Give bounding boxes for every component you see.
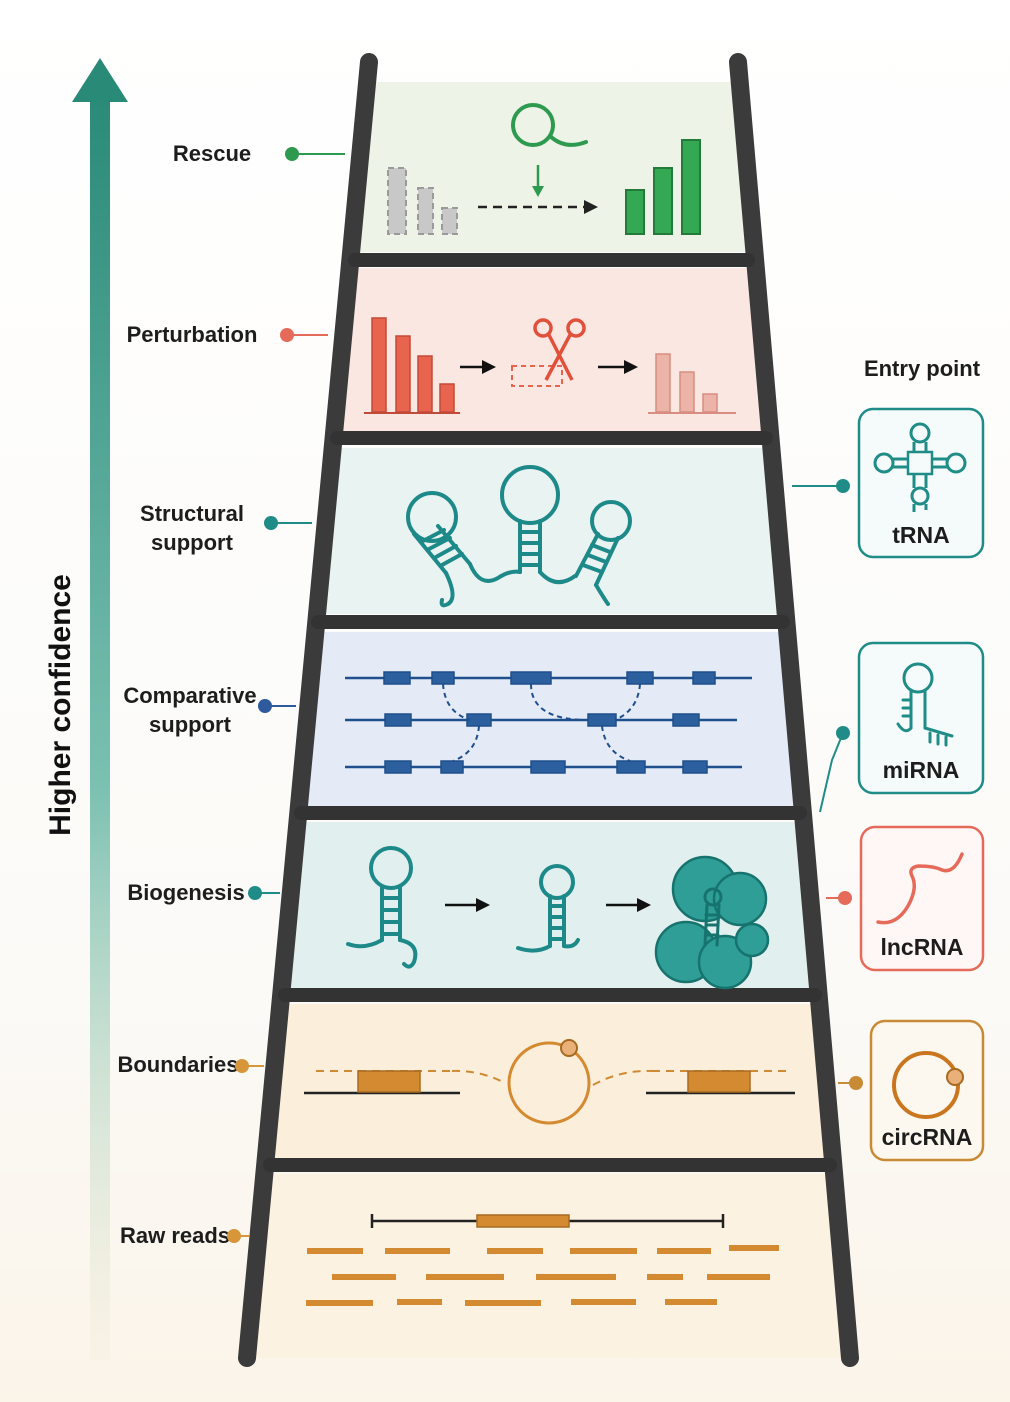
svg-text:circRNA: circRNA <box>882 1124 973 1150</box>
rung-label-perturbation: Perturbation <box>127 322 328 347</box>
axis-label: Higher confidence <box>44 574 77 836</box>
rung-label-boundaries: Boundaries <box>117 1052 264 1077</box>
confidence-arrow <box>72 58 128 1360</box>
protein-complex-icon <box>654 855 770 990</box>
rung-label-raw-reads: Raw reads <box>120 1223 249 1248</box>
rung-label-rescue: Rescue <box>173 141 345 166</box>
mirna-hairpin-icon <box>896 662 954 747</box>
connector-dot <box>264 516 278 530</box>
rung-label-comparative: Comparative support <box>123 683 296 737</box>
rescued-bar-chart <box>625 139 701 235</box>
connector-dot <box>285 147 299 161</box>
faded-bar-chart <box>387 167 458 235</box>
connector-dot <box>227 1229 241 1243</box>
biogenesis-illustration <box>346 846 770 990</box>
svg-text:Raw reads: Raw reads <box>120 1223 230 1248</box>
entry-card-circrna: circRNA <box>869 1019 985 1162</box>
boundaries-illustration <box>304 1039 795 1125</box>
deleted-segment <box>511 365 563 387</box>
connector-dot <box>258 699 272 713</box>
scissors-icon <box>533 318 586 381</box>
trna-cloverleaf-icon <box>873 422 967 512</box>
structural-illustration <box>406 465 632 608</box>
entry-card-lncrna: lncRNA <box>859 825 985 972</box>
connector-dot <box>280 328 294 342</box>
rescue-illustration <box>387 103 701 235</box>
reduced-bar-chart <box>655 353 718 413</box>
perturbation-illustration <box>364 317 736 414</box>
svg-text:support: support <box>149 712 232 737</box>
svg-text:tRNA: tRNA <box>892 522 950 548</box>
entry-card-mirna: miRNA <box>857 641 985 795</box>
entry-point-title: Entry point <box>864 356 981 381</box>
panel-boundaries <box>266 1004 835 1158</box>
circrna-circle-icon <box>892 1051 964 1119</box>
svg-text:Structural: Structural <box>140 501 244 526</box>
rung-label-biogenesis: Biogenesis <box>127 880 280 905</box>
svg-text:support: support <box>151 530 234 555</box>
svg-text:lncRNA: lncRNA <box>880 934 963 960</box>
svg-text:Comparative: Comparative <box>123 683 256 708</box>
panel-raw-reads <box>244 1174 852 1358</box>
svg-text:miRNA: miRNA <box>883 757 960 783</box>
baseline-bar-chart <box>371 317 455 413</box>
lncrna-squiggle-icon <box>876 852 964 925</box>
raw-reads-illustration <box>306 1214 779 1306</box>
panel-structural <box>316 448 787 614</box>
svg-text:Boundaries: Boundaries <box>117 1052 238 1077</box>
svg-text:Biogenesis: Biogenesis <box>127 880 244 905</box>
ladder-rails <box>238 53 859 1367</box>
entry-connectors <box>792 479 863 1090</box>
entry-card-trna: tRNA <box>857 407 985 559</box>
rung-label-structural: Structural support <box>140 501 312 555</box>
connector-dot <box>248 886 262 900</box>
svg-text:Perturbation: Perturbation <box>127 322 258 347</box>
ladder-rungs <box>263 253 837 1172</box>
svg-text:Rescue: Rescue <box>173 141 251 166</box>
comparative-illustration <box>345 671 752 774</box>
connector-dot <box>235 1059 249 1073</box>
rescue-circrna-icon <box>511 103 588 147</box>
